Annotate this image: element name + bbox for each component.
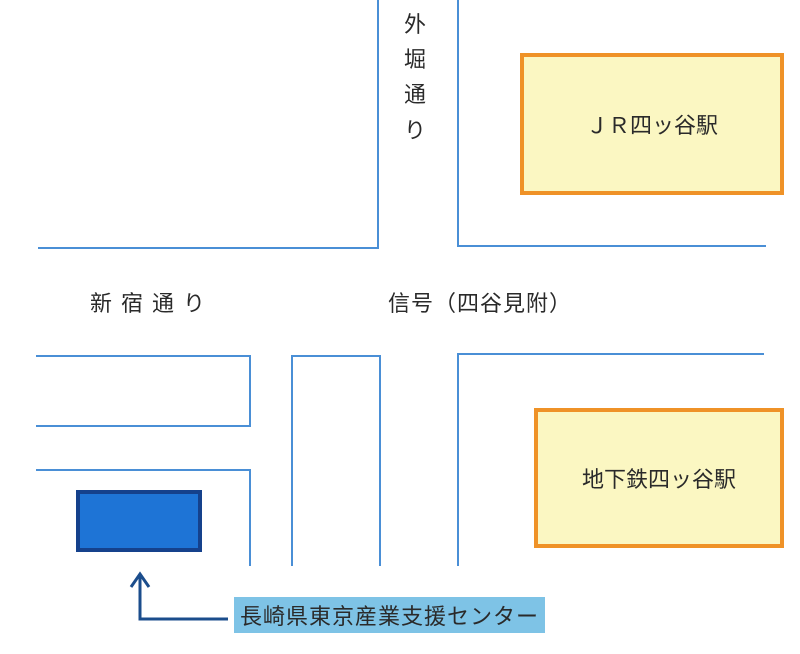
block-bottom-right — [457, 353, 764, 566]
destination-label: 長崎県東京産業支援センター — [240, 605, 540, 630]
nagasaki-center-building — [76, 490, 202, 552]
shinjuku-dori-label: 新 宿 通 り — [90, 292, 206, 317]
jr-yotsuya-station: ＪＲ四ッ谷駅 — [520, 53, 784, 195]
signal-label: 信号（四谷見附） — [388, 292, 573, 317]
sotobori-dori-label: 外 堀 通 り — [403, 13, 426, 144]
block-top-right — [457, 0, 766, 247]
block-bottom-middle — [291, 355, 381, 566]
pointer-arrow — [129, 571, 228, 621]
block-top-left — [38, 0, 379, 249]
subway-yotsuya-station-label: 地下鉄四ッ谷駅 — [581, 468, 736, 493]
destination-callout: 長崎県東京産業支援センター — [234, 597, 546, 633]
block-bottom-left-2 — [36, 469, 251, 566]
jr-yotsuya-station-label: ＪＲ四ッ谷駅 — [585, 114, 718, 139]
subway-yotsuya-station: 地下鉄四ッ谷駅 — [534, 408, 784, 548]
block-bottom-left-1 — [36, 355, 251, 427]
